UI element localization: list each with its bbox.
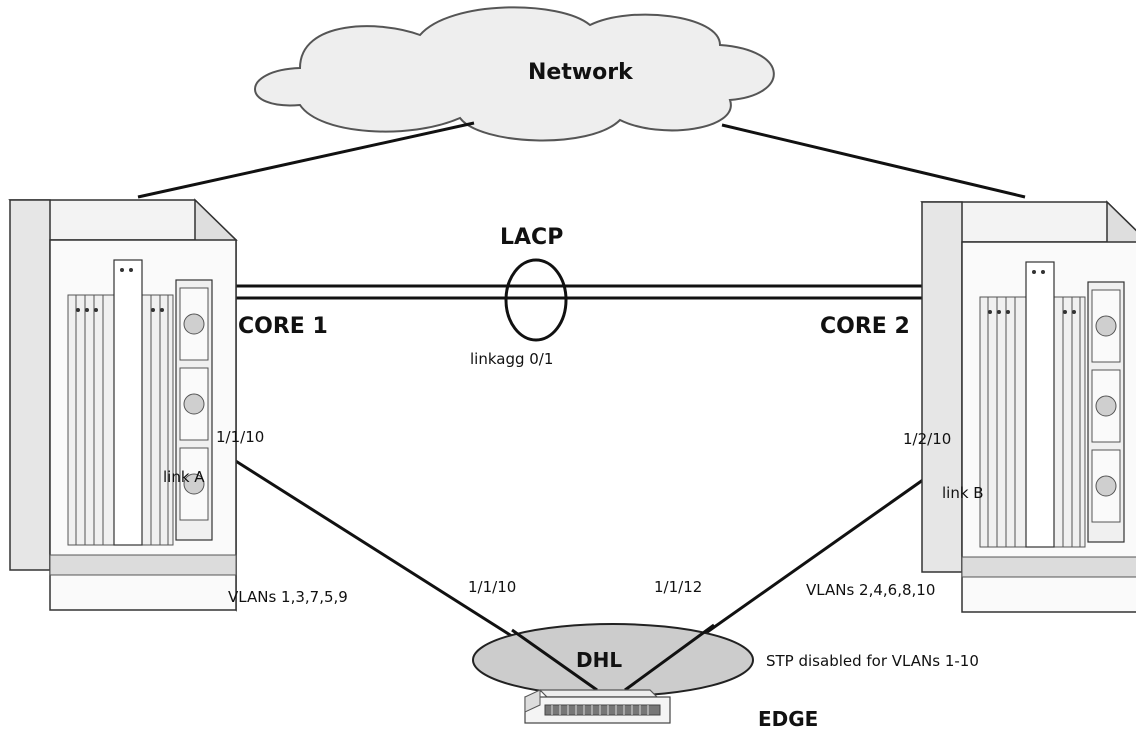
core2-switch-icon [921,201,1136,613]
vlans-a-label: VLANs 1,3,7,5,9 [228,588,348,606]
lacp-ellipse [504,258,568,342]
link-a-label: link A [163,468,205,486]
dhl-port-a-label: 1/1/10 [468,578,517,596]
network-label: Network [528,60,633,85]
link-b-label: link B [942,484,984,502]
core2-port-label: 1/2/10 [903,430,952,448]
stp-note-label: STP disabled for VLANs 1-10 [766,652,979,670]
core1-label: CORE 1 [238,314,328,339]
lacp-label: LACP [500,225,564,250]
core2-label: CORE 2 [820,314,910,339]
edge-switch-icon [524,689,671,724]
vlans-b-label: VLANs 2,4,6,8,10 [806,581,936,599]
core1-switch-icon [9,199,237,611]
core1-port-label: 1/1/10 [216,428,265,446]
network-cloud [254,6,775,142]
edge-label: EDGE [758,707,819,731]
dhl-port-b-label: 1/1/12 [654,578,703,596]
dhl-label: DHL [576,648,623,672]
linkagg-label: linkagg 0/1 [470,350,554,368]
